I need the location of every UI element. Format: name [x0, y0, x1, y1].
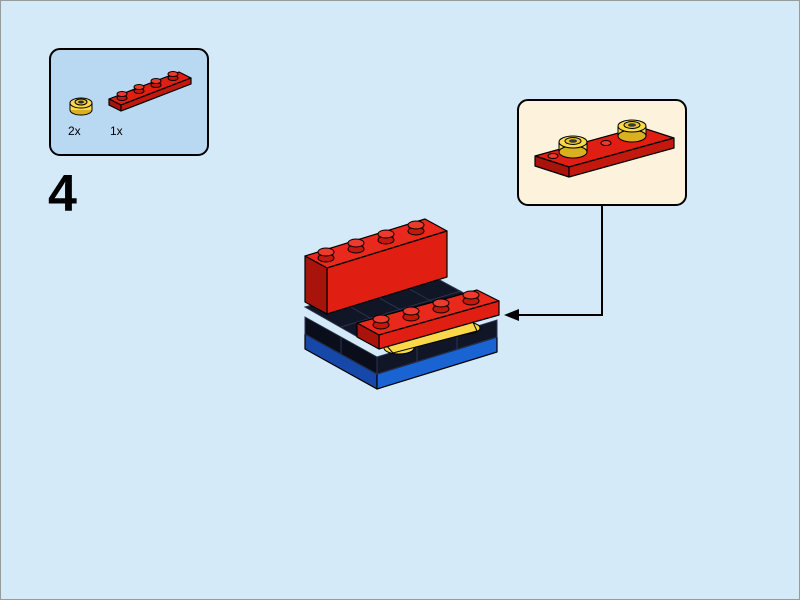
stud-icon — [462, 290, 480, 306]
stud-icon — [402, 306, 420, 322]
yellow-round-plate-icon — [617, 119, 647, 143]
step-number: 4 — [48, 165, 77, 223]
stud-icon — [150, 78, 162, 88]
stud-icon — [372, 314, 390, 330]
stud-icon — [317, 247, 335, 263]
parts-list-graphics — [69, 71, 192, 116]
stud-icon — [116, 91, 128, 101]
stud-icon — [347, 238, 365, 254]
stud-icon — [432, 298, 450, 314]
yellow-round-plate-icon — [558, 135, 588, 159]
red-1x4-plate-icon — [108, 71, 192, 112]
part-quantity-yellow-round-plate: 2x — [68, 124, 81, 138]
stud-icon — [167, 71, 179, 81]
placement-arrow — [504, 206, 603, 321]
stud-icon — [407, 220, 425, 236]
stud-icon — [377, 229, 395, 245]
yellow-round-plate-icon — [69, 97, 93, 116]
part-quantity-red-plate: 1x — [110, 124, 123, 138]
red-plate-with-yellow-round-plates-icon — [534, 119, 675, 178]
parts-list-box: 2x 1x — [49, 48, 209, 156]
assembled-model-icon — [303, 218, 500, 390]
stud-icon — [133, 84, 145, 94]
sub-assembly-callout — [517, 99, 687, 206]
